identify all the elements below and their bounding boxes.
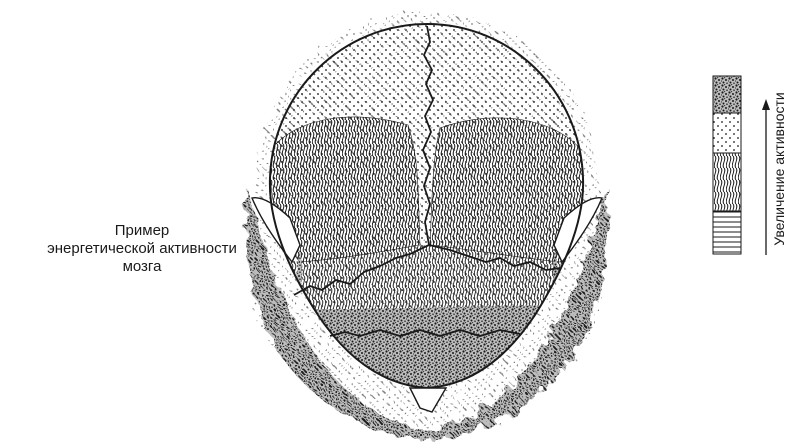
diagram-caption: Пример энергетической активности мозга	[4, 222, 280, 276]
caption-line-3: мозга	[4, 258, 280, 276]
activity-legend	[713, 76, 770, 255]
legend-label: Увеличение активности	[771, 92, 787, 246]
caption-line-2: энергетической активности	[4, 240, 280, 258]
arrow-head-icon	[762, 99, 770, 110]
legend-swatch-horizontal-lines	[713, 211, 741, 254]
caption-line-1: Пример	[4, 222, 280, 240]
legend-swatch-wavy-lines	[713, 153, 741, 211]
legend-swatch-fine-dots	[713, 113, 741, 153]
legend-swatch-dense-stipple	[713, 76, 741, 113]
